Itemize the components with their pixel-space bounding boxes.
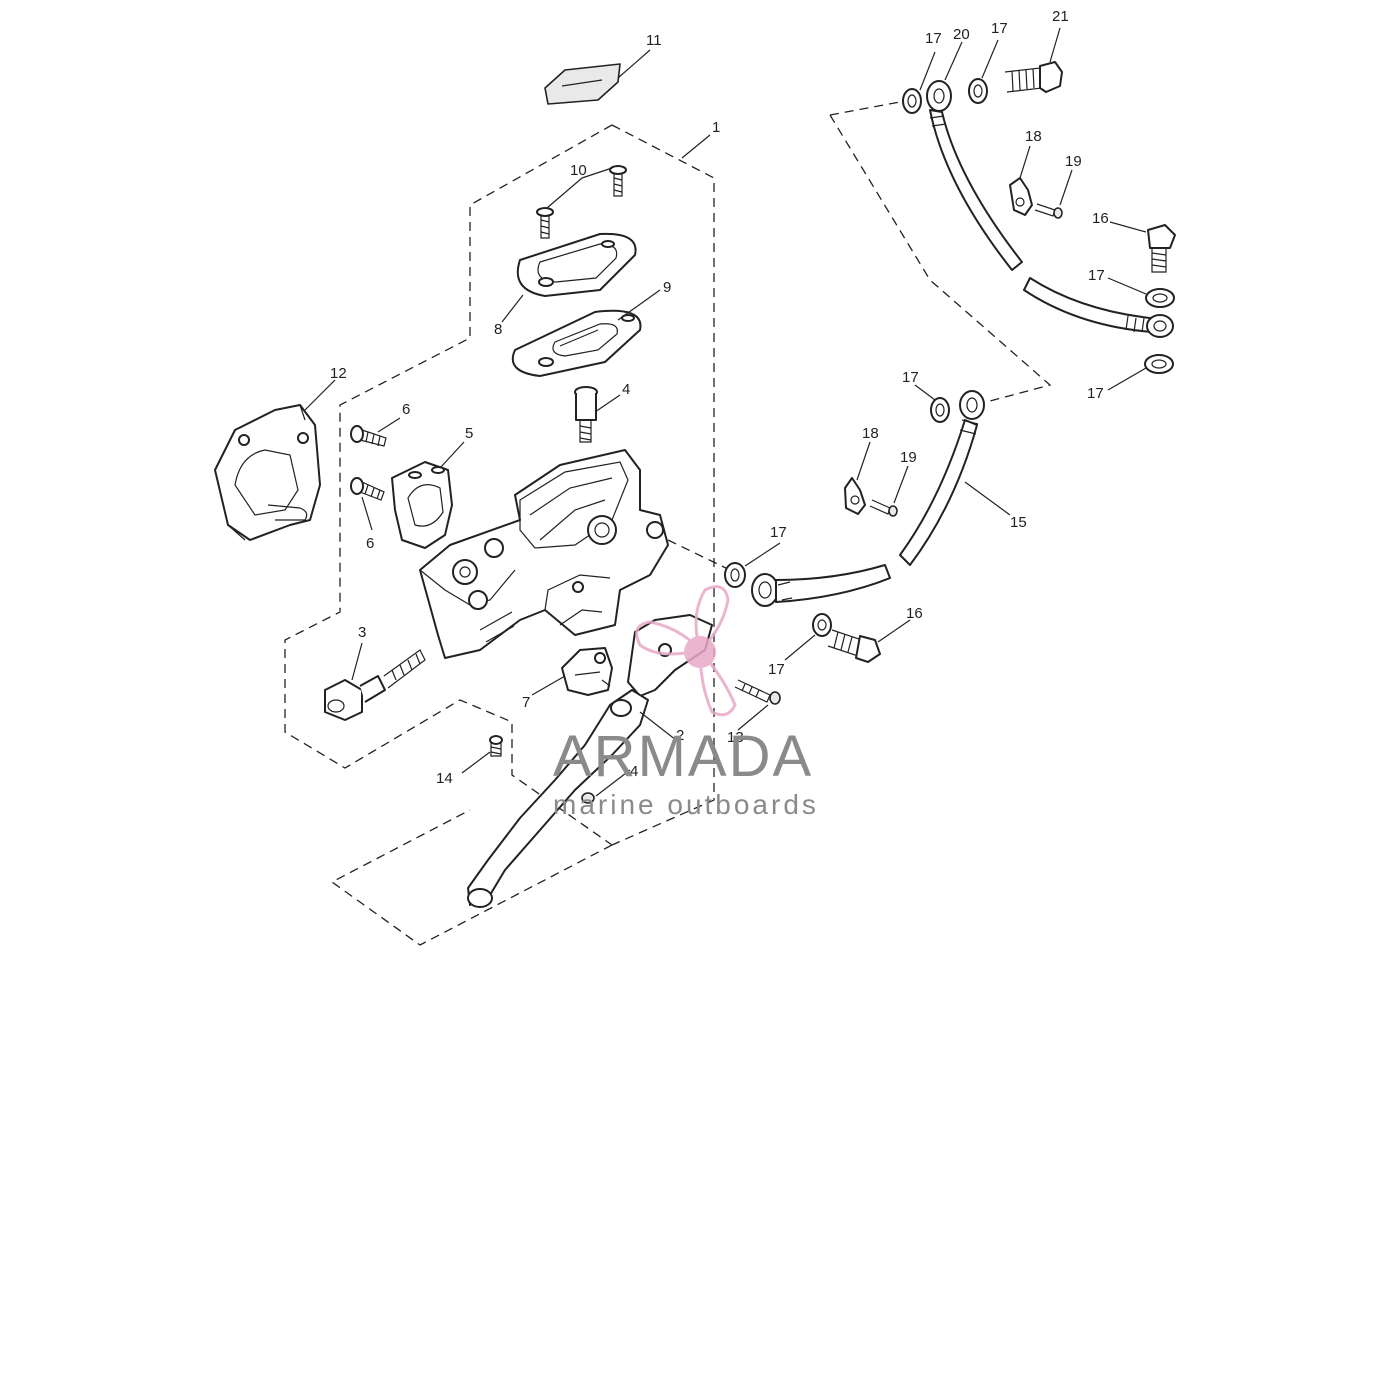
label-6-lower: 6 <box>366 535 374 552</box>
clamp-screw-part-6b <box>350 477 385 501</box>
label-17-right-upper: 17 <box>1088 267 1105 284</box>
label-19-upper: 19 <box>1065 153 1082 170</box>
master-cylinder-body <box>419 449 669 659</box>
armada-watermark: ARMADA marine outboards <box>553 585 819 820</box>
screw-part-10b <box>609 165 627 197</box>
label-17-top-right: 17 <box>991 20 1008 37</box>
clamp-screw-part-6a <box>350 425 387 447</box>
label-6-upper: 6 <box>402 401 410 418</box>
label-9: 9 <box>663 279 671 296</box>
part-labels: 1 11 10 8 9 4 12 6 6 5 3 7 2 13 14 4 15 … <box>330 8 1109 787</box>
label-17-right-lower: 17 <box>1087 385 1104 402</box>
label-18-upper: 18 <box>1025 128 1042 145</box>
label-13: 13 <box>727 729 744 746</box>
label-1: 1 <box>712 119 720 136</box>
nut-part-4 <box>581 792 595 804</box>
label-3: 3 <box>358 624 366 641</box>
clip-screw-part-19b <box>869 499 898 517</box>
screw-part-14 <box>489 735 503 757</box>
assembly-1-boundary <box>284 124 715 946</box>
reservoir-cover-part-11 <box>544 63 621 105</box>
label-16-lower: 16 <box>906 605 923 622</box>
hose-clip-part-18b <box>844 477 866 515</box>
banjo-bolt-part-16a <box>1147 224 1176 273</box>
label-14: 14 <box>436 770 453 787</box>
screw-part-10a <box>536 207 554 239</box>
label-11: 11 <box>646 32 662 49</box>
label-20: 20 <box>953 26 970 43</box>
hose-clip-part-18a <box>1009 177 1033 216</box>
washer-part-17a <box>902 88 922 114</box>
handlebar-clamp-part-5 <box>391 461 453 549</box>
washer-part-17b <box>968 78 988 104</box>
washer-part-17c <box>1145 288 1175 308</box>
label-17-top-left: 17 <box>925 30 942 47</box>
propeller-logo-icon <box>635 585 737 717</box>
hose-group-boundary <box>829 101 1052 406</box>
watermark-title: ARMADA <box>553 724 813 789</box>
washer-part-17f <box>724 562 746 588</box>
brake-hose-part-15 <box>751 390 985 607</box>
pivot-bolt-part-3 <box>324 649 426 721</box>
leader-lines <box>304 27 1147 797</box>
label-10: 10 <box>570 162 587 179</box>
label-19-lower: 19 <box>900 449 917 466</box>
label-7: 7 <box>522 694 530 711</box>
watermark-subtitle: marine outboards <box>553 789 819 820</box>
label-21: 21 <box>1052 8 1069 25</box>
label-4-upper: 4 <box>622 381 630 398</box>
label-12: 12 <box>330 365 347 382</box>
banjo-bolt-part-21 <box>1004 61 1063 93</box>
washer-part-17d <box>1144 354 1174 374</box>
clip-screw-part-19a <box>1034 203 1063 219</box>
label-17-mid: 17 <box>902 369 919 386</box>
label-18-lower: 18 <box>862 425 879 442</box>
pivot-bolt-part-4 <box>574 386 598 443</box>
lever-screw-part-13 <box>734 679 781 705</box>
label-16-upper: 16 <box>1092 210 1109 227</box>
label-8: 8 <box>494 321 502 338</box>
switch-housing-part-12 <box>214 404 321 541</box>
label-4-lower: 4 <box>630 763 638 780</box>
label-17-lower: 17 <box>768 661 785 678</box>
label-2: 2 <box>676 727 684 744</box>
brake-switch-part-7 <box>561 647 613 696</box>
brake-lever-part-2 <box>467 614 713 908</box>
banjo-bolt-part-16b <box>827 629 881 663</box>
diaphragm-part-9 <box>511 309 642 377</box>
banjo-link-dash <box>667 539 731 571</box>
label-17-hose: 17 <box>770 524 787 541</box>
washer-part-17g <box>812 613 832 637</box>
label-15: 15 <box>1010 514 1027 531</box>
label-5: 5 <box>465 425 473 442</box>
brake-hose-upper <box>926 80 1174 338</box>
washer-part-17e <box>930 397 950 423</box>
cover-plate-part-8 <box>516 232 637 297</box>
